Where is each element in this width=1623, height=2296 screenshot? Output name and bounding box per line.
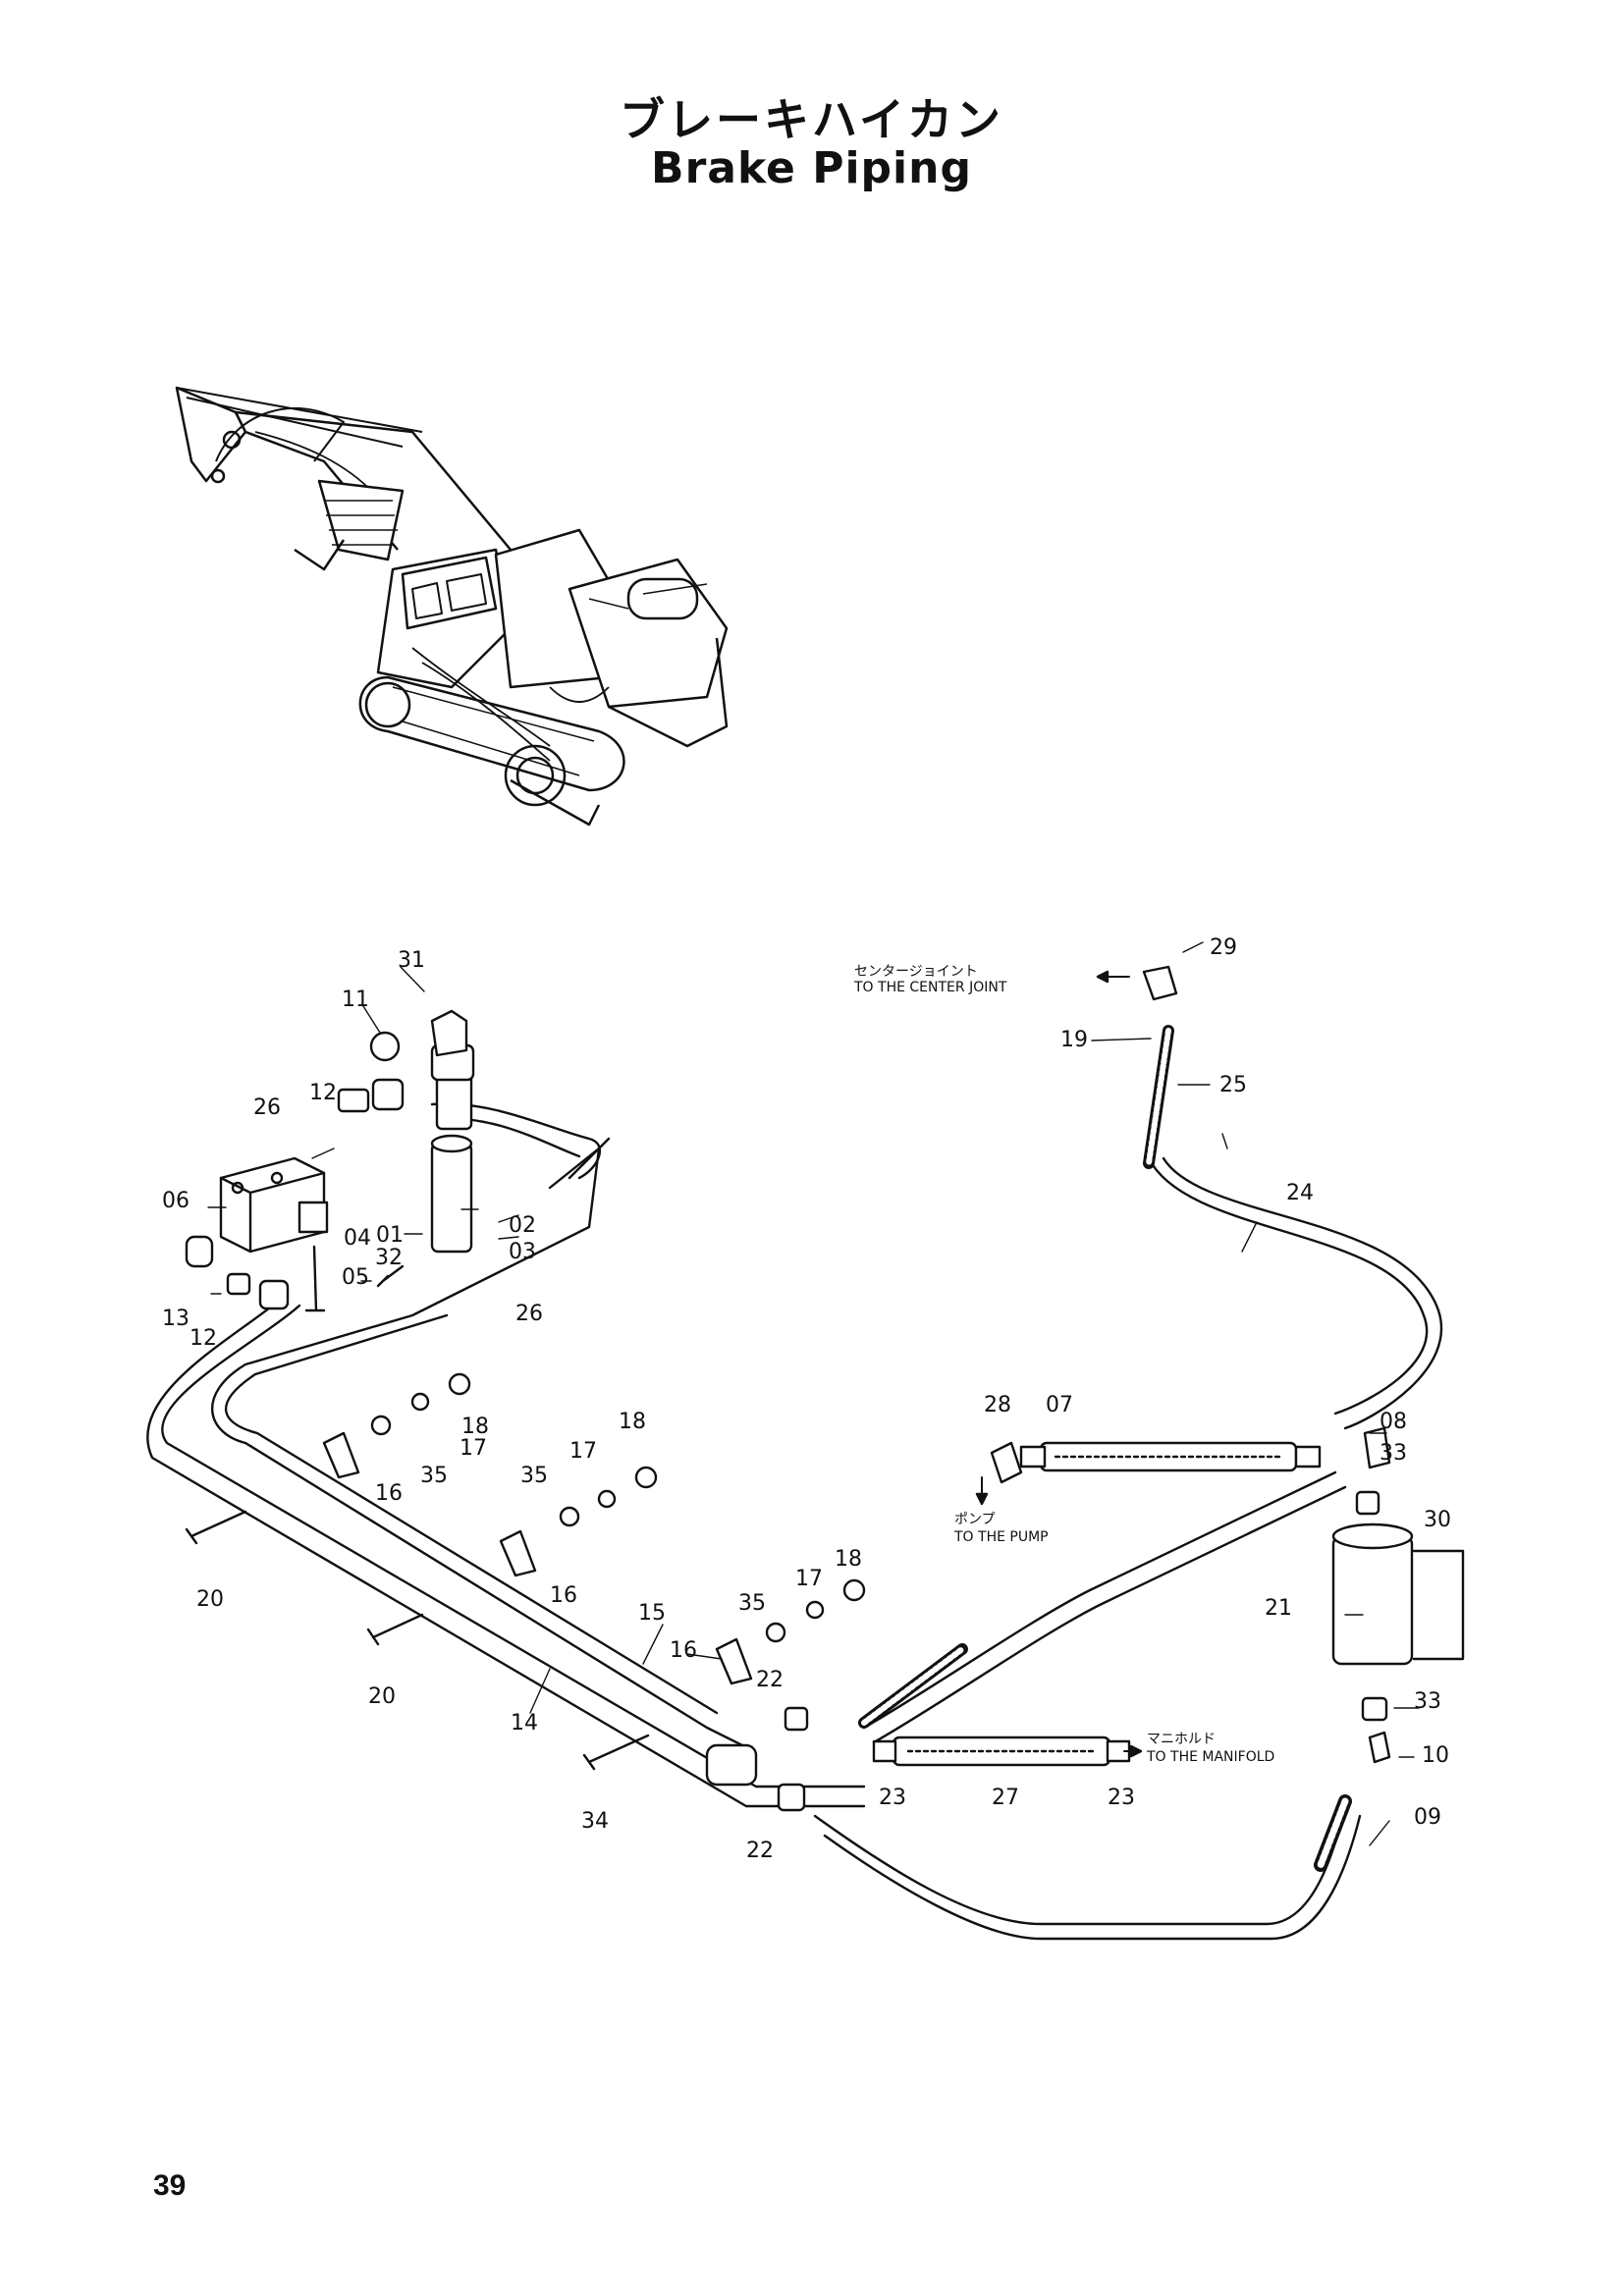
callout-16b: 16 [550,1583,577,1608]
callout-22b: 22 [746,1839,774,1863]
callout-12: 12 [309,1081,337,1105]
callout-21: 21 [1265,1596,1292,1621]
callout-06: 06 [162,1189,189,1213]
callout-14: 14 [511,1711,538,1735]
callout-29: 29 [1210,935,1237,960]
callout-27: 27 [992,1786,1019,1810]
callout-11: 11 [342,988,369,1012]
callout-20b: 20 [368,1684,396,1709]
callout-33b: 33 [1414,1689,1441,1714]
callout-12b: 12 [189,1326,217,1351]
callout-31: 31 [398,948,425,973]
callout-15: 15 [638,1601,666,1626]
note-manifold-jp: マニホルド [1147,1732,1216,1747]
callout-34: 34 [581,1809,609,1834]
callout-30: 30 [1424,1508,1451,1532]
part-callouts: 31 11 26 12 06 01 02 03 04 05 32 13 12 2… [162,935,1451,1863]
callout-03: 03 [509,1240,536,1264]
callout-05: 05 [342,1265,369,1290]
callout-18c: 18 [835,1547,862,1572]
callout-08: 08 [1380,1410,1407,1434]
callout-10: 10 [1422,1743,1449,1768]
note-center-joint-en: TO THE CENTER JOINT [853,980,1007,995]
callout-35a: 35 [420,1464,448,1488]
note-pump-jp: ポンプ [954,1512,996,1527]
callout-26b: 26 [515,1302,543,1326]
page-title-english: Brake Piping [651,143,972,193]
callout-16c: 16 [670,1638,697,1663]
note-manifold-en: TO THE MANIFOLD [1146,1749,1274,1765]
callout-17c: 17 [795,1567,823,1591]
callout-13: 13 [162,1307,189,1331]
note-center-joint-jp: センタージョイント [854,964,978,980]
callout-18b: 18 [619,1410,646,1434]
callout-25: 25 [1219,1073,1247,1097]
callout-01: 01 [376,1223,404,1248]
piping-assembly [146,941,1465,1941]
note-pump-en: TO THE PUMP [953,1529,1049,1545]
callout-04: 04 [344,1226,371,1251]
callout-17a: 17 [460,1436,487,1461]
callout-35b: 35 [520,1464,548,1488]
callout-20a: 20 [196,1587,224,1612]
callout-18a: 18 [461,1415,489,1439]
flow-notes: センタージョイント TO THE CENTER JOINT ポンプ TO THE… [853,964,1274,1765]
callout-17b: 17 [569,1439,597,1464]
excavator-illustration [175,386,729,827]
callout-02: 02 [509,1213,536,1238]
callout-23a: 23 [879,1786,906,1810]
callout-07: 07 [1046,1393,1073,1417]
callout-26: 26 [253,1095,281,1120]
callout-19: 19 [1060,1028,1088,1052]
callout-32: 32 [375,1246,403,1270]
callout-28: 28 [984,1393,1011,1417]
callout-22a: 22 [756,1668,784,1692]
callout-23b: 23 [1108,1786,1135,1810]
page-number: 39 [153,2169,187,2202]
callout-33: 33 [1380,1441,1407,1466]
callout-09: 09 [1414,1805,1441,1830]
page-title-japanese: ブレーキハイカン [619,93,1004,146]
callout-35c: 35 [738,1591,766,1616]
callout-16a: 16 [375,1481,403,1506]
callout-24: 24 [1286,1181,1314,1205]
